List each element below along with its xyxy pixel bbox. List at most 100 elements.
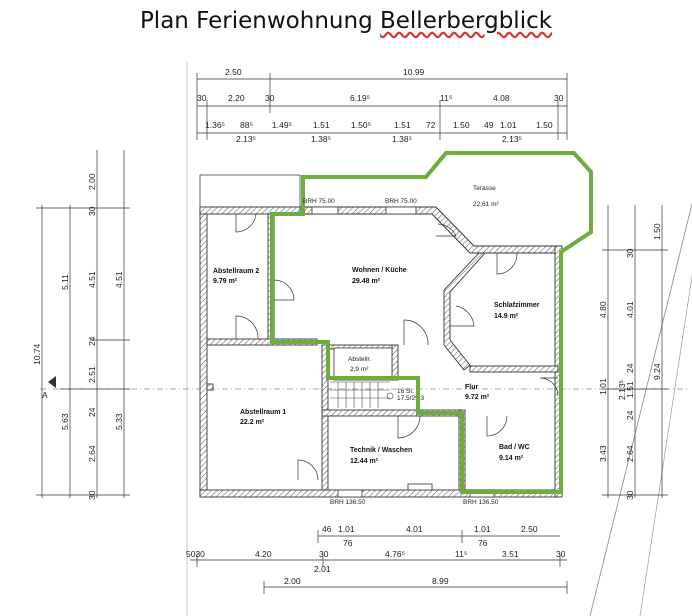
- dim-right-2-3: 1.51: [625, 381, 635, 398]
- dim-bottom-2-4: 11⁵: [455, 549, 467, 559]
- brh-bottom-left: BRH 136.50: [330, 499, 366, 506]
- brh-bottom-right: BRH 136.50: [463, 499, 499, 506]
- room-bad-name: Bad / WC: [499, 444, 530, 451]
- dim-left-4-1: 5.33: [114, 413, 124, 430]
- dim-top-4-2: 1.38⁵: [392, 134, 412, 144]
- dim-top-3-0: 1.36⁵: [205, 120, 225, 130]
- dim-left-3-2: 4.51: [87, 271, 97, 288]
- dim-bottom-3-0: 2.00: [284, 576, 301, 586]
- dim-bottom-1-1: 1.01: [338, 524, 355, 534]
- dim-top-2-0: 30: [197, 93, 207, 103]
- dim-top-1-1: 10.99: [403, 67, 425, 77]
- dim-bottom-2-3: 4.76⁵: [385, 549, 405, 559]
- dim-bottom-2-5: 3.51: [502, 549, 519, 559]
- dim-right-2-7: 30: [625, 490, 635, 500]
- bottom-dimensions: [190, 530, 568, 594]
- dim-right-1-0: 1.50: [652, 223, 662, 240]
- brh-top-left: BRH 75.00: [303, 198, 335, 205]
- dim-top-3-7: 1.50: [453, 120, 470, 130]
- dim-top-2-4: 11⁵: [440, 93, 452, 103]
- dim-top-3-4: 1.50⁵: [351, 120, 371, 130]
- dim-left-3-0: 2.00: [87, 173, 97, 190]
- dim-bottom-1b-1: 76: [478, 538, 488, 548]
- reference-lines: [40, 62, 692, 616]
- abstellr-box: [333, 347, 393, 381]
- dim-top-3-3: 1.51: [313, 120, 330, 130]
- room-wohnen-name: Wohnen / Küche: [352, 267, 407, 274]
- dim-top-3-10: 1.50: [536, 120, 553, 130]
- room-schlafzimmer-area: 14.9 m²: [494, 313, 519, 320]
- room-schlafzimmer-name: Schlafzimmer: [494, 302, 540, 309]
- dim-left-3-4: 2.51: [87, 366, 97, 383]
- top-dimensions: [196, 73, 568, 140]
- dim-top-2-6: 30: [554, 93, 564, 103]
- dim-top-2-2: 30: [265, 93, 275, 103]
- staircase: [330, 381, 394, 408]
- dim-bottom-2-1: 4.20: [255, 549, 272, 559]
- dim-bottom-1b-0: 76: [343, 538, 353, 548]
- dim-right-1-1: 4.80: [598, 301, 608, 318]
- dim-top-4-3: 2.13⁵: [502, 134, 522, 144]
- dim-top-2-1: 2.20: [228, 93, 245, 103]
- title-text: Plan Ferienwohnung: [139, 8, 380, 34]
- dim-top-3-1: 88⁵: [240, 120, 253, 130]
- room-abstellraum1-area: 22.2 m²: [240, 419, 265, 426]
- dim-left-3-3: 24: [87, 336, 97, 346]
- dim-right-2-4: 2.13⁵: [617, 380, 627, 400]
- dim-bottom-2-2: 30: [319, 549, 329, 559]
- dim-left-3-6: 2.64: [87, 445, 97, 462]
- dim-bottom-1-3: 1.01: [474, 524, 491, 534]
- dim-top-4-1: 1.38⁵: [311, 134, 331, 144]
- dim-left-3-5: 24: [87, 407, 97, 417]
- room-abstellraum1-name: Abstellraum 1: [240, 409, 286, 416]
- dim-right-2-0: 30: [625, 248, 635, 258]
- dim-left-3-1: 30: [87, 206, 97, 216]
- dim-right-2-5: 24: [625, 410, 635, 420]
- section-label: A: [42, 390, 48, 400]
- dim-left-1-0: 10.74: [32, 343, 42, 365]
- room-technik-area: 12.44 m²: [350, 458, 379, 465]
- room-flur-area: 9.72 m²: [465, 394, 490, 401]
- room-abstellr-name: Abstellr.: [348, 356, 371, 363]
- terrace-name: Terasse: [473, 185, 496, 192]
- dim-right-2-2: 24: [625, 363, 635, 373]
- dim-bottom-2-6: 30: [556, 549, 566, 559]
- room-bad-area: 9.14 m²: [499, 455, 524, 462]
- dim-top-3-6: 72: [426, 120, 436, 130]
- room-wohnen-area: 29.48 m²: [352, 278, 381, 285]
- dim-right-2-6: 2.64: [625, 445, 635, 462]
- dim-bottom-1-2: 4.01: [406, 524, 423, 534]
- stair-count: 16 St.: [397, 388, 414, 395]
- dim-top-2-3: 6.19⁵: [350, 93, 370, 103]
- dim-top-3-9: 1.01: [500, 120, 517, 130]
- title-highlight: Bellerbergblick: [379, 8, 553, 34]
- dim-top-3-5: 1.51: [394, 120, 411, 130]
- dim-top-1-0: 2.50: [225, 67, 242, 77]
- dim-right-1-3: 3.43: [598, 445, 608, 462]
- dim-bottom-1-4: 2.50: [521, 524, 538, 534]
- dim-left-3-7: 30: [87, 490, 97, 500]
- terrace-area: 22,61 m²: [473, 201, 499, 208]
- dim-bottom-2-0: 5030: [186, 549, 205, 559]
- dim-left-2-0: 5.11: [60, 274, 70, 290]
- doors: [235, 213, 559, 481]
- dim-right-2-1: 4.01: [625, 301, 635, 318]
- dim-top-3-2: 1.49⁵: [272, 120, 292, 130]
- brh-top-right: BRH 75.00: [385, 198, 417, 205]
- dim-bottom-2b-0: 2.01: [314, 564, 331, 574]
- right-dimensions: [602, 205, 668, 498]
- dim-left-4-0: 4.51: [114, 271, 124, 288]
- room-technik-name: Technik / Waschen: [350, 447, 412, 454]
- dim-top-2-5: 4.08: [493, 93, 510, 103]
- section-arrow-icon: [48, 376, 56, 388]
- room-abstellraum2-name: Abstellraum 2: [213, 268, 259, 275]
- dim-right-1-2: 1.01: [598, 378, 608, 395]
- plan-title: Plan Ferienwohnung Bellerbergblick: [0, 8, 692, 34]
- dim-top-3-8: 49: [484, 120, 494, 130]
- room-abstellr-area: 2,9 m²: [350, 366, 369, 373]
- room-flur-name: Flur: [465, 384, 478, 391]
- dim-top-4-0: 2.13⁵: [236, 134, 256, 144]
- dim-bottom-3-1: 8.99: [432, 576, 449, 586]
- stair-ratio: 17.5/29.3: [397, 395, 424, 402]
